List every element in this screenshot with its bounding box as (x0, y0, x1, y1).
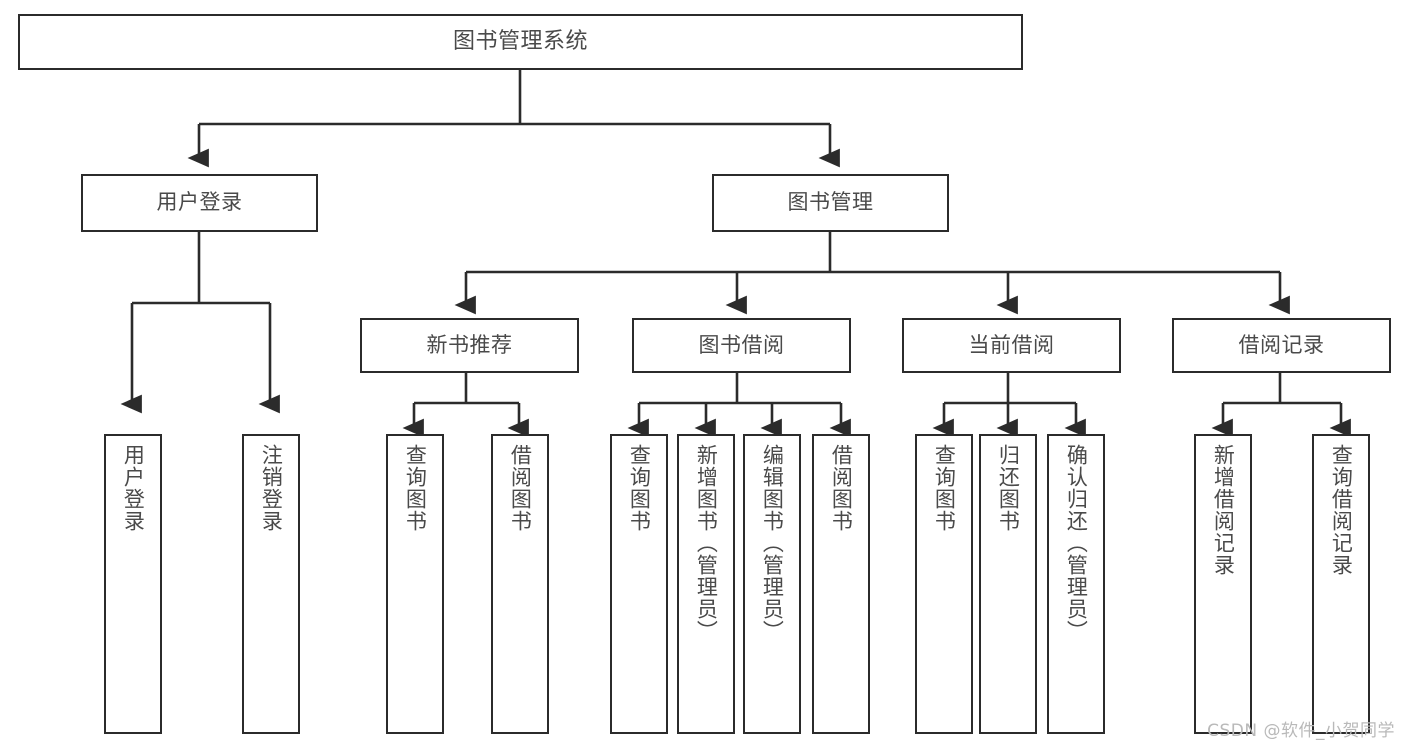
node-leaf-query-book-1[interactable]: 查询图书 (386, 434, 444, 734)
node-current-borrow[interactable]: 当前借阅 (902, 318, 1121, 373)
node-leaf-add-book-label: 新增图书（管理员） (694, 444, 719, 642)
node-new-book-recommend-label: 新书推荐 (426, 332, 513, 357)
node-leaf-query-borrow-record-label: 查询借阅记录 (1329, 444, 1354, 576)
node-new-book-recommend[interactable]: 新书推荐 (360, 318, 579, 373)
connectors-book-borrow (627, 373, 851, 438)
node-leaf-return-book-label: 归还图书 (996, 444, 1021, 532)
connectors-book-manage (454, 232, 1290, 315)
node-leaf-confirm-return-label: 确认归还（管理员） (1064, 444, 1089, 642)
node-leaf-logout-login[interactable]: 注销登录 (242, 434, 300, 734)
node-user-login-label: 用户登录 (156, 190, 243, 215)
node-leaf-add-borrow-record[interactable]: 新增借阅记录 (1194, 434, 1252, 734)
node-leaf-confirm-return[interactable]: 确认归还（管理员） (1047, 434, 1105, 734)
node-leaf-query-book-3-label: 查询图书 (932, 444, 957, 532)
node-root-label: 图书管理系统 (452, 28, 588, 54)
node-leaf-add-book[interactable]: 新增图书（管理员） (677, 434, 735, 734)
node-leaf-borrow-book-2[interactable]: 借阅图书 (812, 434, 870, 734)
node-leaf-query-book-2[interactable]: 查询图书 (610, 434, 668, 734)
node-book-borrow[interactable]: 图书借阅 (632, 318, 851, 373)
connectors-current-borrow (932, 373, 1086, 438)
node-leaf-query-book-1-label: 查询图书 (403, 444, 428, 532)
connectors-new-book-recommend (402, 373, 529, 438)
node-leaf-query-book-3[interactable]: 查询图书 (915, 434, 973, 734)
node-leaf-query-book-2-label: 查询图书 (627, 444, 652, 532)
node-book-manage[interactable]: 图书管理 (712, 174, 949, 232)
node-current-borrow-label: 当前借阅 (968, 332, 1055, 357)
connectors-borrow-record (1211, 373, 1351, 438)
node-leaf-borrow-book-2-label: 借阅图书 (829, 444, 854, 532)
node-user-login[interactable]: 用户登录 (81, 174, 318, 232)
node-borrow-record[interactable]: 借阅记录 (1172, 318, 1391, 373)
node-leaf-logout-login-label: 注销登录 (259, 444, 284, 532)
node-root[interactable]: 图书管理系统 (18, 14, 1023, 70)
connectors-root (187, 70, 840, 168)
node-leaf-add-borrow-record-label: 新增借阅记录 (1211, 444, 1236, 576)
node-leaf-borrow-book-1-label: 借阅图书 (508, 444, 533, 532)
connectors-user-login (120, 232, 280, 414)
watermark-label: CSDN @软件_小贺同学 (1207, 721, 1395, 741)
node-leaf-query-borrow-record[interactable]: 查询借阅记录 (1312, 434, 1370, 734)
node-leaf-user-login[interactable]: 用户登录 (104, 434, 162, 734)
node-book-manage-label: 图书管理 (787, 190, 874, 215)
node-leaf-edit-book-label: 编辑图书（管理员） (760, 444, 785, 642)
node-borrow-record-label: 借阅记录 (1238, 332, 1325, 357)
node-book-borrow-label: 图书借阅 (698, 332, 785, 357)
node-leaf-edit-book[interactable]: 编辑图书（管理员） (743, 434, 801, 734)
node-leaf-borrow-book-1[interactable]: 借阅图书 (491, 434, 549, 734)
node-leaf-user-login-label: 用户登录 (121, 444, 146, 532)
node-leaf-return-book[interactable]: 归还图书 (979, 434, 1037, 734)
